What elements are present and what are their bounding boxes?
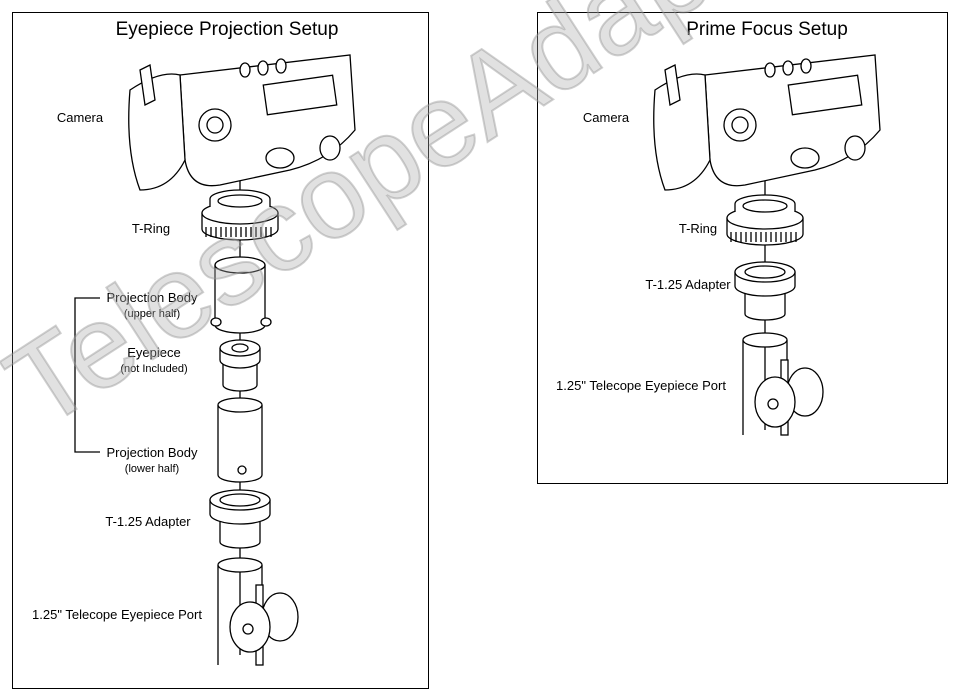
camera-icon: [128, 54, 356, 191]
eyepiece-port-icon: [217, 557, 299, 666]
label-projection-lower-sub: (lower half): [124, 463, 180, 475]
label-projection-upper-text: Projection Body: [106, 290, 198, 305]
right-label-adapter: T-1.25 Adapter: [645, 277, 731, 292]
right-label-t-ring: T-Ring: [678, 221, 718, 236]
left-panel-title: Eyepiece Projection Setup: [115, 19, 339, 40]
t-adapter-icon: [209, 489, 271, 549]
t-adapter-icon: [734, 261, 796, 321]
label-projection-lower: Projection Body (lower half): [106, 445, 197, 477]
camera-icon: [653, 54, 881, 191]
label-camera: Camera: [56, 110, 104, 125]
prime-focus-panel: [537, 12, 948, 484]
label-t-ring: T-Ring: [131, 221, 171, 236]
t-ring-icon: [726, 194, 804, 246]
eyepiece-port-icon: [742, 332, 824, 436]
label-port: 1.25" Telecope Eyepiece Port: [32, 607, 202, 622]
label-adapter: T-1.25 Adapter: [105, 514, 191, 529]
label-eyepiece: Eyepiece (not Included): [120, 345, 187, 377]
label-eyepiece-text: Eyepiece: [127, 345, 181, 360]
t-ring-icon: [201, 189, 279, 241]
label-projection-upper-sub: (upper half): [123, 308, 181, 320]
label-projection-upper: Projection Body (upper half): [106, 290, 197, 322]
right-label-camera: Camera: [582, 110, 630, 125]
projection-body-lower-icon: [217, 397, 263, 483]
label-eyepiece-sub: (not Included): [120, 363, 188, 375]
projection-body-bracket: [74, 297, 100, 453]
right-label-port: 1.25" Telecope Eyepiece Port: [556, 378, 726, 393]
projection-body-upper-icon: [210, 256, 272, 334]
right-panel-title: Prime Focus Setup: [686, 19, 848, 40]
label-projection-lower-text: Projection Body: [106, 445, 198, 460]
eyepiece-projection-panel: [12, 12, 429, 689]
eyepiece-icon: [219, 339, 261, 392]
